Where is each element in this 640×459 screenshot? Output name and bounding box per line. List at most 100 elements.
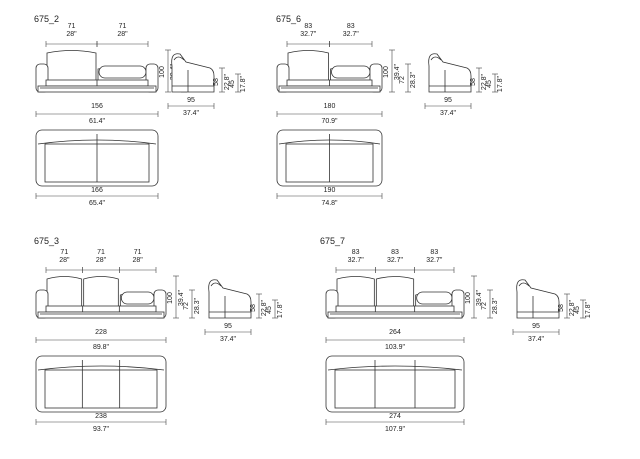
depth-in: 37.4"	[220, 336, 237, 343]
front-width-cm: 228	[95, 329, 107, 336]
seat-h2-cm: 45	[574, 306, 581, 314]
back-pillow	[416, 291, 453, 305]
headrest-curve	[210, 282, 222, 287]
seat-width-cm: 83	[391, 249, 399, 256]
seat-width-cm: 71	[97, 249, 105, 256]
back-pillow	[331, 65, 371, 79]
base	[37, 311, 165, 319]
seat-height-in: 22.8"	[569, 299, 576, 316]
seat-width-in: 32.7"	[348, 257, 365, 264]
seat-width-cm: 71	[68, 23, 76, 30]
front-width-in: 70.9"	[321, 118, 338, 125]
model-code: 675_7	[320, 236, 345, 246]
seat-h2-cm: 45	[266, 306, 273, 314]
back-cushion	[83, 276, 119, 306]
top-seat-area	[44, 369, 158, 409]
base	[327, 311, 463, 319]
arm-height-in: 28.3"	[410, 71, 417, 88]
base	[278, 85, 381, 93]
height-in: 39.4"	[476, 289, 483, 306]
front-width-cm: 180	[324, 103, 336, 110]
headrest-curve	[430, 56, 442, 61]
seat-width-in: 28"	[59, 257, 70, 264]
seat-h2-in: 17.8"	[240, 75, 247, 92]
arm-height-cm: 72	[183, 302, 190, 310]
seat-width-cm: 71	[134, 249, 142, 256]
seat-height-in: 22.8"	[261, 299, 268, 316]
height-cm: 100	[465, 292, 472, 304]
front-width-cm: 156	[91, 103, 103, 110]
model-675_2: 675_27128"7128"15661.4"10039.4"7228.3"58…	[34, 14, 247, 207]
seat-height-in: 22.8"	[224, 73, 231, 90]
seat-h2-cm: 45	[486, 80, 493, 88]
top-width-in: 107.9"	[385, 426, 406, 433]
back-pillow	[98, 65, 147, 79]
seat-height-cm: 58	[213, 78, 220, 86]
back-pillow	[120, 291, 155, 305]
front-width-in: 103.9"	[385, 344, 406, 351]
depth-in: 37.4"	[440, 110, 457, 117]
seat-h2-in: 17.8"	[497, 75, 504, 92]
side-silhouette	[516, 279, 560, 319]
height-cm: 100	[167, 292, 174, 304]
seat-width-in: 28"	[133, 257, 144, 264]
arm-height-in: 28.3"	[194, 297, 201, 314]
headrest-curve	[173, 56, 185, 61]
top-seat-area	[334, 369, 456, 409]
back-cushion	[287, 50, 329, 80]
model-code: 675_3	[34, 236, 59, 246]
height-cm: 100	[383, 66, 390, 78]
top-back-curve	[327, 365, 463, 371]
arm-height-cm: 72	[481, 302, 488, 310]
top-back-curve	[37, 365, 165, 371]
front-width-cm: 264	[389, 329, 401, 336]
base	[37, 85, 157, 93]
seat-width-cm: 83	[430, 249, 438, 256]
depth-in: 37.4"	[183, 110, 200, 117]
seat-width-cm: 83	[304, 23, 312, 30]
headrest-curve	[518, 282, 530, 287]
height-in: 39.4"	[178, 289, 185, 306]
top-outline	[325, 355, 465, 413]
seat-h2-cm: 45	[229, 80, 236, 88]
depth-cm: 95	[532, 323, 540, 330]
depth-cm: 95	[187, 97, 195, 104]
seat-width-in: 32.7"	[387, 257, 404, 264]
seat-width-in: 28"	[117, 31, 128, 38]
top-width-cm: 274	[389, 413, 401, 420]
model-code: 675_6	[276, 14, 301, 24]
top-width-in: 74.8"	[321, 200, 338, 207]
back-cushion	[336, 276, 375, 306]
depth-in: 37.4"	[528, 336, 545, 343]
seat-width-cm: 83	[352, 249, 360, 256]
top-back-curve	[37, 139, 157, 145]
seat-h2-in: 17.8"	[277, 301, 284, 318]
height-cm: 100	[159, 66, 166, 78]
back-cushion	[46, 50, 97, 80]
model-code: 675_2	[34, 14, 59, 24]
arm-height-in: 28.3"	[492, 297, 499, 314]
seat-height-in: 22.8"	[481, 73, 488, 90]
top-width-cm: 238	[95, 413, 107, 420]
top-back-curve	[278, 139, 381, 145]
height-in: 39.4"	[394, 63, 401, 80]
top-width-cm: 166	[91, 187, 103, 194]
arm-height-cm: 72	[399, 76, 406, 84]
front-width-in: 89.8"	[93, 344, 110, 351]
seat-width-cm: 71	[119, 23, 127, 30]
seat-width-in: 32.7"	[426, 257, 443, 264]
seat-height-cm: 58	[558, 304, 565, 312]
front-width-in: 61.4"	[89, 118, 106, 125]
top-width-cm: 190	[324, 187, 336, 194]
top-outline	[35, 355, 167, 413]
seat-cushions	[335, 305, 455, 313]
top-width-in: 93.7"	[93, 426, 110, 433]
side-silhouette	[171, 53, 215, 93]
seat-width-in: 28"	[96, 257, 107, 264]
seat-width-cm: 83	[347, 23, 355, 30]
seat-h2-in: 17.8"	[585, 301, 592, 318]
